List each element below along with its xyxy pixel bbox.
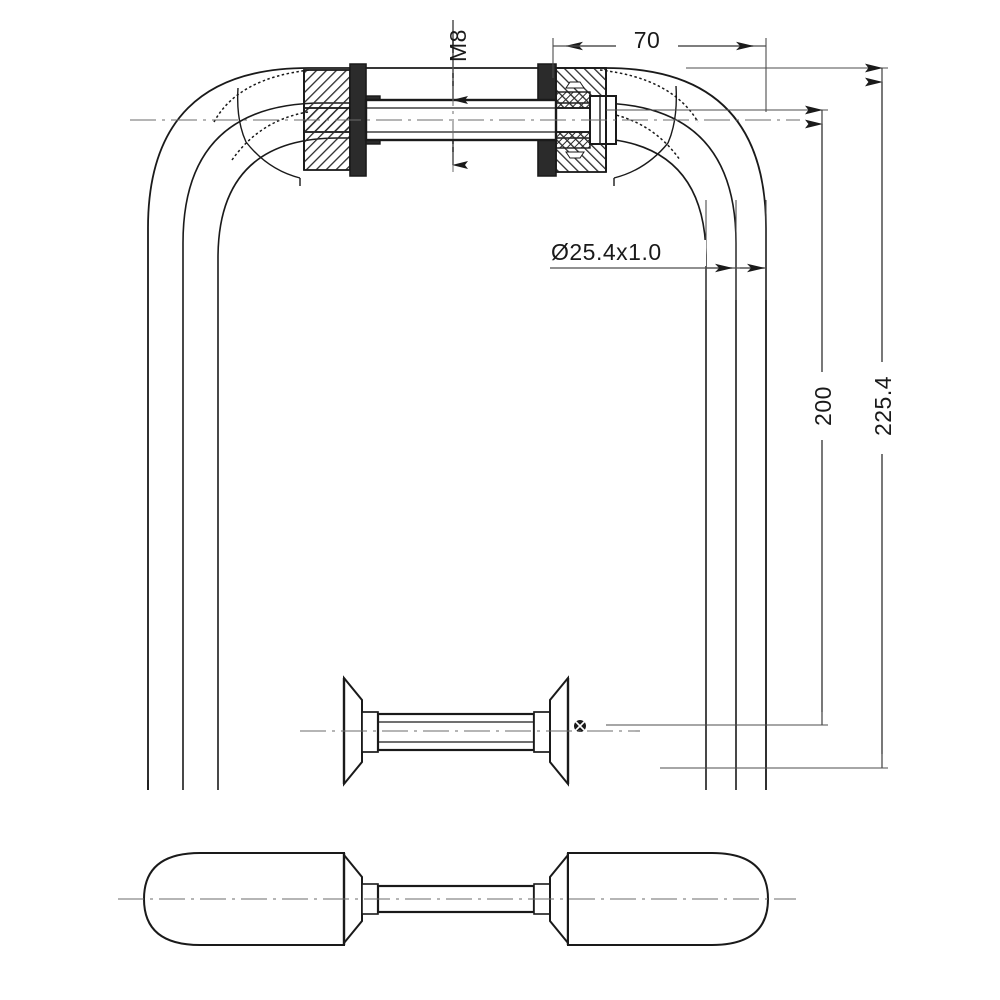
side-profile-view — [118, 852, 796, 946]
grub-screw-detail — [573, 719, 587, 733]
dim-m8: M8 — [445, 20, 471, 175]
left-boss-lower-hatch — [303, 107, 351, 171]
weld-seam-dotted-arcs — [213, 69, 699, 161]
dim-225-label: 225.4 — [870, 376, 896, 436]
tube-outline-outer — [147, 67, 767, 790]
dim-tube-diameter: Ø25.4x1.0 — [548, 200, 767, 300]
lower-rose-assembly — [342, 675, 587, 787]
lower-left-collar — [361, 711, 379, 753]
corner-blend-lines-left — [236, 87, 301, 186]
dim-200: 200 — [606, 105, 840, 726]
dim-70-label: 70 — [634, 27, 661, 53]
corner-blend-lines-right — [613, 85, 678, 186]
right-boss-thread-lower — [555, 131, 591, 149]
right-boss-thread-upper — [555, 91, 591, 109]
lower-right-collar — [533, 711, 551, 753]
dim-m8-label: M8 — [445, 29, 471, 62]
dim-70: 70 — [552, 27, 767, 112]
dimension-annotations: M8 70 Ø25.4x1.0 — [445, 20, 900, 769]
dim-200-label: 200 — [810, 386, 836, 426]
dim-diameter-label: Ø25.4x1.0 — [551, 239, 662, 265]
front-section-view — [130, 63, 800, 790]
lower-connecting-rod — [376, 712, 536, 752]
dim-225-4: 225.4 — [660, 63, 900, 769]
